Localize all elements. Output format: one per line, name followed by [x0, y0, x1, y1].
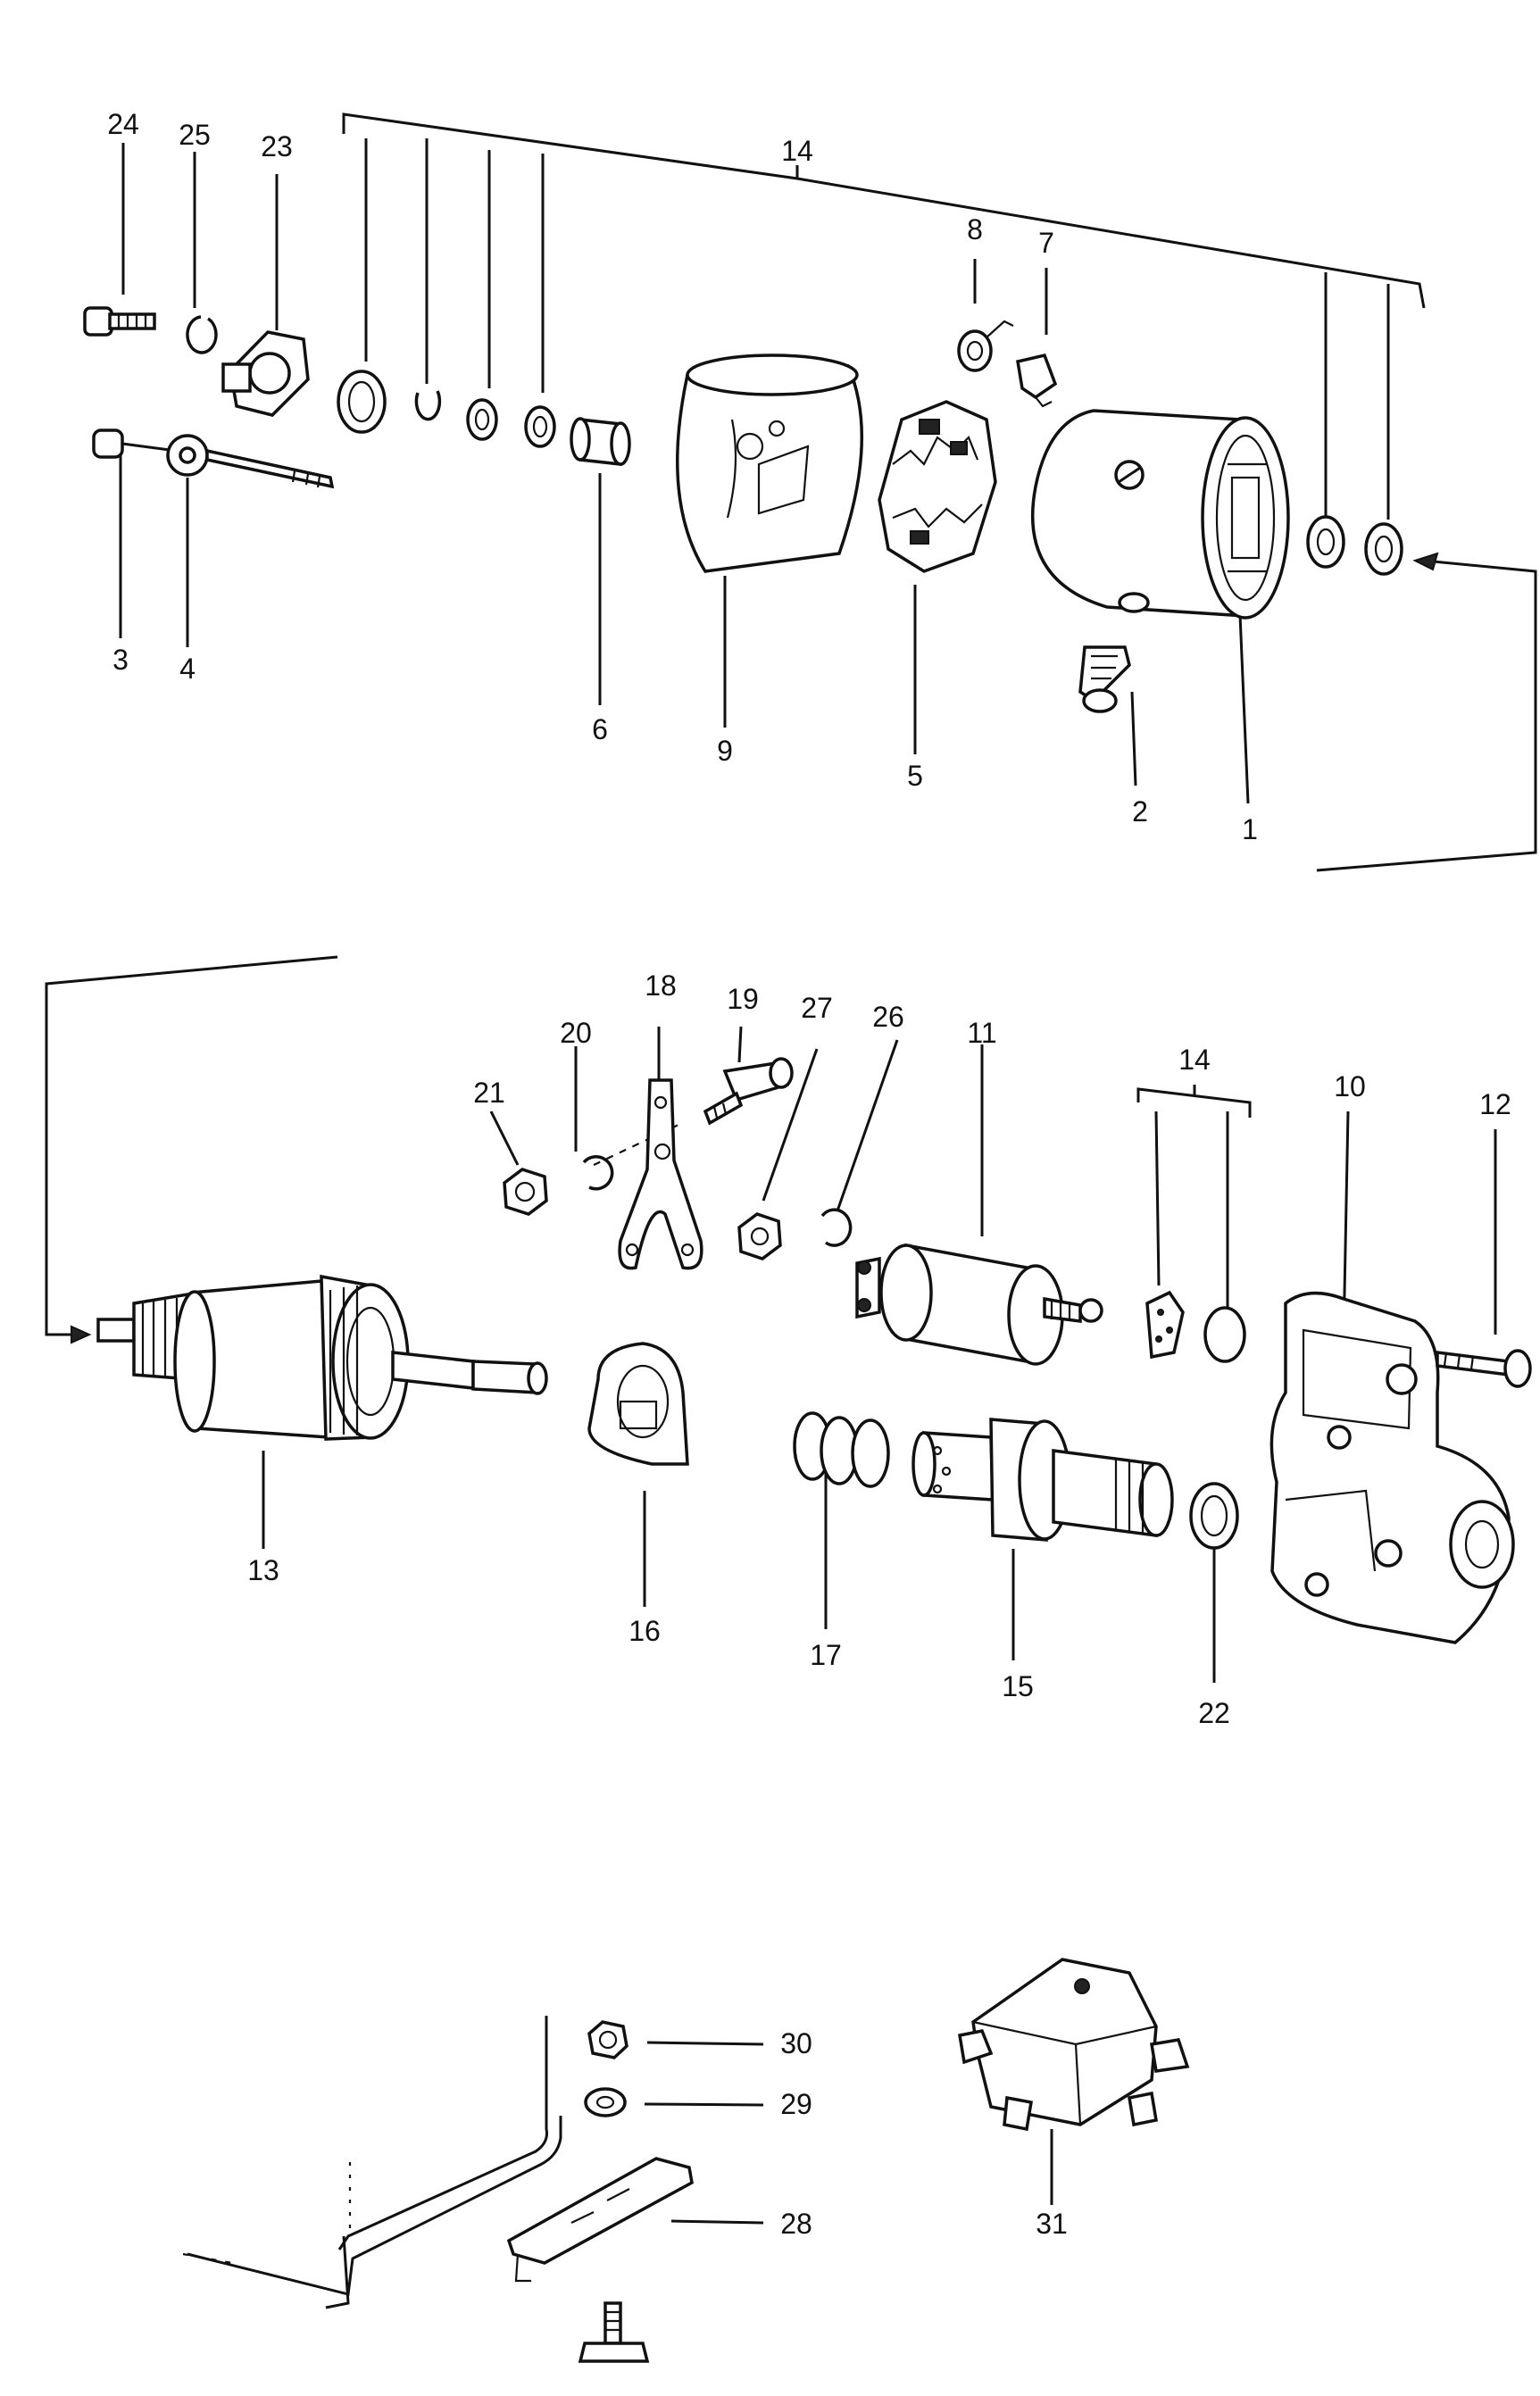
callout-28: 28 [780, 2208, 812, 2240]
callout-10: 10 [1334, 1070, 1366, 1102]
callout-24: 24 [107, 108, 139, 140]
body-panel-corner [182, 2016, 562, 2309]
callout-5: 5 [907, 760, 923, 792]
part-13-armature [96, 1274, 548, 1441]
callout-31: 31 [1036, 2208, 1068, 2240]
part-23-cap [221, 330, 310, 417]
part-14-circlip [414, 390, 442, 421]
part-18-operating-lever [618, 1078, 703, 1270]
part-7-brush [1016, 353, 1058, 408]
part-24-screw [83, 306, 156, 337]
callout-4: 4 [179, 653, 196, 685]
callout-12: 12 [1479, 1088, 1511, 1120]
callout-20: 20 [560, 1017, 592, 1049]
part-14-ring-2 [466, 398, 498, 441]
part-26-circlip-small [820, 1208, 853, 1247]
callout-23: 23 [261, 130, 293, 162]
part-14-ring-5 [1364, 522, 1403, 576]
part-3-washer-pin [92, 428, 171, 459]
callout-21: 21 [473, 1077, 505, 1109]
part-6-bushing [570, 417, 631, 466]
part-11-solenoid [855, 1243, 1103, 1366]
part-21-nut [503, 1168, 548, 1216]
assembly-arrow-left [45, 955, 338, 1344]
part-14-repair-kit [1145, 1290, 1246, 1363]
part-14-ring-1 [337, 370, 387, 434]
part-19-pin [703, 1057, 794, 1126]
part-28-mounting-bracket [506, 2157, 764, 2283]
callout-13: 13 [247, 1554, 279, 1586]
callout-1: 1 [1242, 813, 1258, 845]
assembly-arrow-right [1316, 552, 1537, 872]
part-through-bolt-top [205, 448, 335, 489]
part-14-ring-3 [524, 405, 556, 448]
callout-3: 3 [112, 644, 129, 676]
callout-15: 15 [1002, 1670, 1034, 1702]
callout-27: 27 [801, 992, 833, 1024]
part-8-brush-spring [957, 320, 1014, 372]
callout-7: 7 [1038, 227, 1054, 259]
part-27-nut-small [737, 1212, 782, 1260]
part-25-lock-washer [186, 315, 218, 354]
callout-11: 11 [967, 1017, 996, 1049]
callout-19: 19 [727, 983, 759, 1015]
part-14-ring-4 [1306, 515, 1345, 569]
part-10-drive-end-housing [1269, 1291, 1515, 1644]
callout-14-mid: 14 [1178, 1044, 1211, 1076]
callout-14-top: 14 [781, 135, 813, 167]
callout-25: 25 [179, 119, 211, 151]
callout-2: 2 [1132, 795, 1148, 828]
callout-22: 22 [1198, 1697, 1230, 1729]
callout-17: 17 [810, 1639, 842, 1671]
part-29-washer [584, 2087, 764, 2117]
part-16-engaging-bushing [587, 1342, 689, 1466]
callout-6: 6 [592, 713, 608, 745]
part-1-pole-housing [1030, 409, 1290, 620]
callout-16: 16 [628, 1615, 661, 1647]
part-17-spring [793, 1411, 890, 1488]
part-4-washer [166, 434, 209, 477]
part-15-pinion-drive [912, 1418, 1174, 1542]
bracket-14-top [342, 112, 1426, 309]
part-22-ring [1189, 1482, 1239, 1550]
part-9-end-cover [676, 354, 863, 573]
part-12-through-bolt [1436, 1349, 1532, 1388]
callout-9: 9 [717, 735, 733, 767]
part-31-voltage-regulator [957, 1958, 1190, 2205]
part-2-screw [1078, 645, 1131, 713]
callout-26: 26 [872, 1001, 904, 1033]
leader-lines-top [119, 138, 1390, 804]
callout-18: 18 [645, 969, 677, 1002]
callout-8: 8 [967, 213, 983, 245]
part-5-brush-holder [878, 400, 997, 573]
part-mounting-bolt [578, 2301, 650, 2363]
callout-30: 30 [780, 2027, 812, 2059]
part-30-hex-nut [587, 2020, 764, 2059]
callout-29: 29 [780, 2088, 812, 2120]
